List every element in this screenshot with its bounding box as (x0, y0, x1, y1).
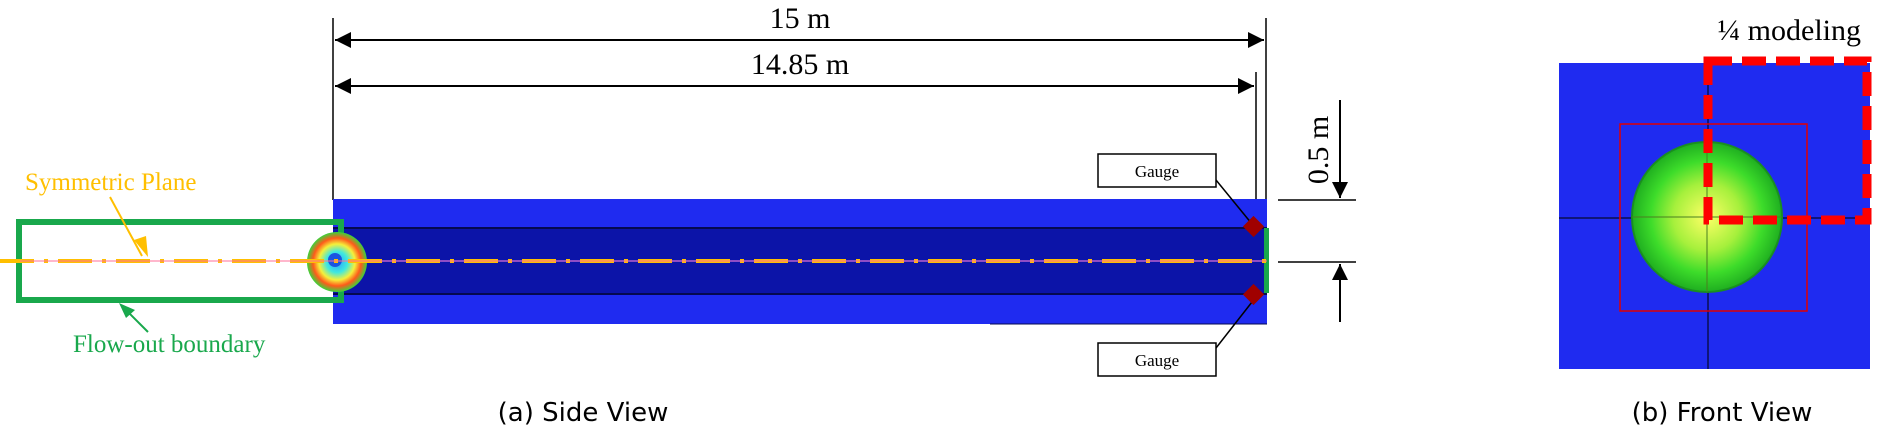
gauge-bottom-label: Gauge (1135, 351, 1179, 370)
symmetric-plane-arrowhead (134, 236, 148, 257)
symmetric-plane-pointer (109, 196, 143, 257)
flow-out-boundary-label: Flow-out boundary (73, 331, 266, 358)
dimension-label-14-85m: 14.85 m (751, 48, 849, 81)
front-view-caption: (b) Front View (1632, 398, 1813, 428)
flow-out-boundary-arrowhead (119, 303, 135, 318)
side-view-caption: (a) Side View (498, 398, 669, 428)
domain-band-top (333, 228, 1267, 260)
domain-band-bottom (333, 262, 1267, 294)
radius-label: 0.5 m (1302, 116, 1335, 184)
quarter-modeling-region (1703, 56, 1872, 225)
gauge-bottom-leader (1215, 301, 1253, 349)
front-view: ¼ modeling (b) Front View (1559, 14, 1872, 428)
dimension-label-15m: 15 m (770, 2, 831, 35)
symmetric-plane-label: Symmetric Plane (25, 169, 197, 196)
side-view: 15 m 14.85 m Symmetric Plane Flow-out bo… (0, 2, 1356, 428)
gauge-top-leader (1215, 179, 1253, 225)
gauge-top-box (1097, 153, 1217, 188)
gauge-top-label: Gauge (1135, 162, 1179, 181)
quarter-modeling-label: ¼ modeling (1718, 14, 1861, 47)
gauge-bottom-box (1097, 342, 1217, 377)
